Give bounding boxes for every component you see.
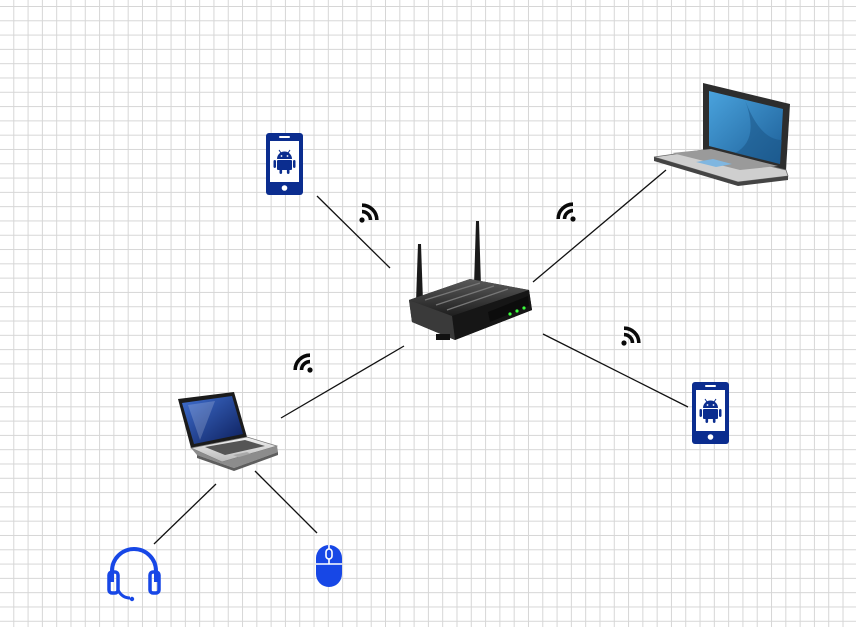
connection-lines xyxy=(153,169,689,545)
link-router-laptop-left xyxy=(280,345,405,419)
android-smartphone-icon[interactable] xyxy=(266,133,303,195)
link-router-laptop-top-right xyxy=(532,169,667,283)
link-router-phone-top-left xyxy=(316,195,391,269)
laptop-icon[interactable] xyxy=(653,83,790,186)
wireless-router-icon[interactable] xyxy=(409,221,532,340)
mouse-icon[interactable] xyxy=(316,545,342,587)
wifi-icon xyxy=(293,353,313,373)
headset-icon[interactable] xyxy=(107,547,161,602)
link-laptop-headset xyxy=(153,483,217,545)
wifi-icon xyxy=(556,202,576,222)
android-smartphone-icon[interactable] xyxy=(692,382,729,444)
android-logo-icon xyxy=(699,398,722,423)
laptop-icon[interactable] xyxy=(178,392,279,471)
android-logo-icon xyxy=(273,149,296,174)
link-laptop-mouse xyxy=(254,470,318,534)
link-router-phone-bottom-right xyxy=(542,333,689,408)
wifi-icon xyxy=(621,326,641,346)
wifi-icon xyxy=(359,203,379,223)
